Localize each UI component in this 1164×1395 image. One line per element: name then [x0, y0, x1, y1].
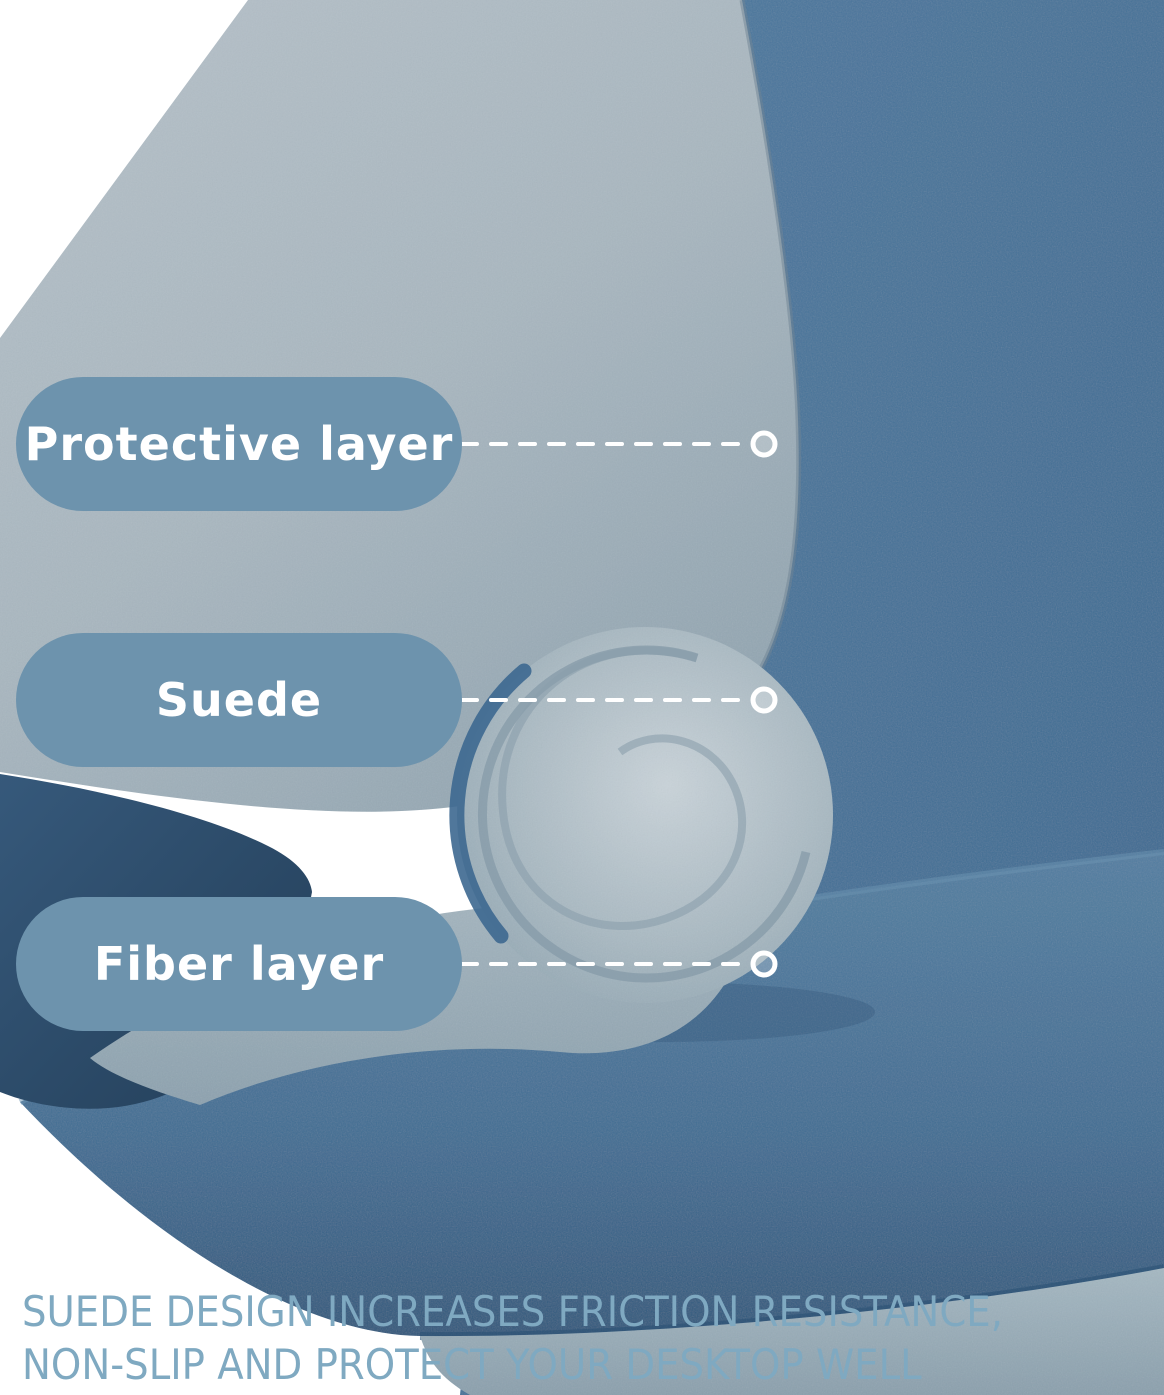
caption-line-1: SUEDE DESIGN INCREASES FRICTION RESISTAN…	[22, 1287, 1004, 1336]
spiral-turn-inner	[498, 646, 747, 931]
mat-bottom-roll-blue	[20, 852, 1164, 1337]
callout-label-text: Protective layer	[24, 417, 454, 471]
callout-label-suede: Suede	[16, 633, 462, 767]
callout-label-text: Fiber layer	[93, 937, 385, 991]
callout-label-protective-layer: Protective layer	[16, 377, 462, 511]
mat-fiber-foam-edge	[420, 1268, 1164, 1395]
callout-label-fiber-layer: Fiber layer	[16, 897, 462, 1031]
callout-label-text: Suede	[155, 673, 323, 727]
spiral-suede-core	[457, 627, 833, 1003]
caption-text: SUEDE DESIGN INCREASES FRICTION RESISTAN…	[22, 1286, 1062, 1392]
mat-roll-spiral	[449, 627, 833, 1003]
caption-line-2: NON-SLIP AND PROTECT YOUR DESKTOP WELL	[22, 1339, 922, 1389]
mat-sheet-edge-shadow	[738, 0, 802, 702]
